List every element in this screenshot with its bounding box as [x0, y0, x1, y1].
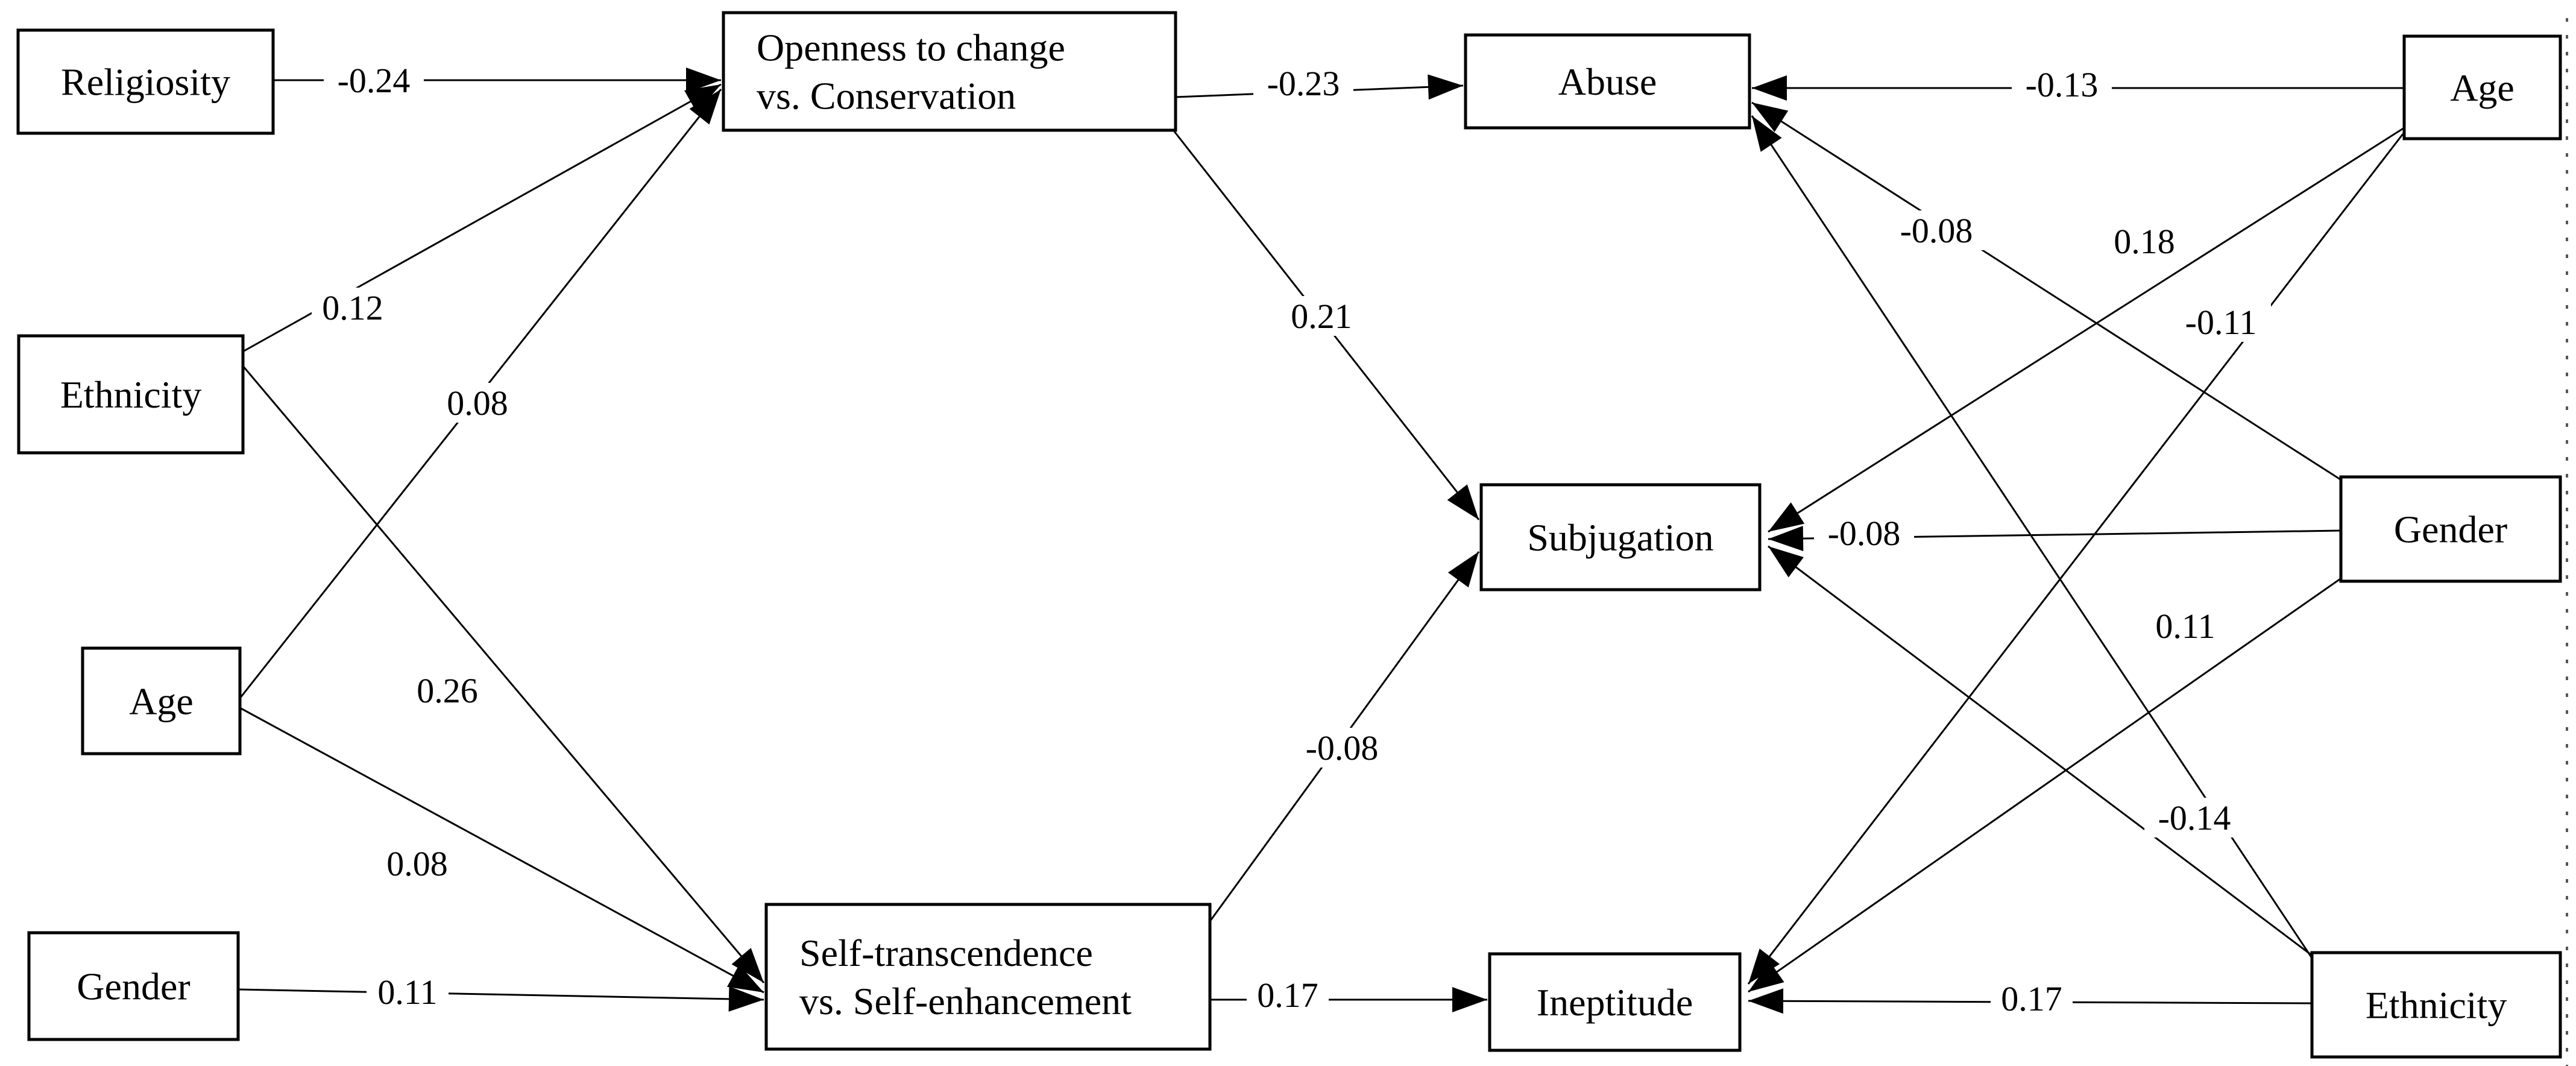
box-openness [722, 11, 1177, 132]
path-ethnicity-to-openness-coefficient: 0.12 [322, 288, 383, 327]
path-ethnicity-to-selftranscendence-coefficient: 0.26 [417, 671, 478, 710]
path-ethnicity-right-to-ineptitude-arrowhead [1748, 988, 1784, 1014]
path-ethnicity-right-to-subjugation-coefficient-bg [2144, 798, 2244, 837]
path-openness-to-subjugation-coefficient-bg [1280, 296, 1362, 336]
path-gender-right-to-abuse-coefficient-bg [1886, 210, 1986, 250]
box-abuse-label: Abuse [1558, 60, 1657, 103]
box-religiosity_left-label: Religiosity [61, 61, 230, 104]
path-age-right-to-subjugation-arrowhead [1768, 502, 1805, 532]
path-selftranscendence-to-ineptitude-coefficient-bg [1247, 975, 1329, 1015]
box-ineptitude [1488, 952, 1742, 1052]
box-ineptitude-label: Ineptitude [1537, 981, 1693, 1024]
path-gender-right-to-ineptitude-line [1748, 576, 2343, 993]
box-ethnicity_left-label: Ethnicity [60, 373, 202, 416]
path-age-right-to-abuse-coefficient-bg [2012, 65, 2112, 104]
box-gender_left [27, 931, 240, 1041]
path-ethnicity-to-selftranscendence-line [242, 365, 765, 983]
path-selftranscendence-to-ineptitude-coefficient: 0.17 [1257, 976, 1318, 1015]
path-age-right-to-subjugation-coefficient-bg [2103, 221, 2185, 261]
path-ethnicity-to-selftranscendence-coefficient-bg [406, 670, 488, 710]
path-gender-to-selftranscendence-line [238, 988, 764, 1001]
path-gender-to-selftranscendence-arrowhead [728, 986, 764, 1012]
box-age_left-label: Age [129, 680, 194, 723]
path-gender-right-to-ineptitude-arrowhead [1748, 961, 1784, 992]
path-gender-to-selftranscendence-coefficient-bg [367, 972, 449, 1012]
box-self_transcendence-label: vs. Self-enhancement [799, 980, 1132, 1023]
path-ethnicity-right-to-ineptitude-coefficient: 0.17 [2001, 979, 2062, 1018]
path-age-to-selftranscendence-coefficient-bg [376, 844, 458, 883]
path-ethnicity-right-to-subjugation-coefficient: -0.14 [2158, 798, 2231, 837]
box-ethnicity_left [17, 334, 245, 455]
box-gender_left-label: Gender [77, 965, 190, 1008]
path-age-right-to-abuse-arrowhead [1752, 75, 1787, 101]
path-age-right-to-subjugation-line [1768, 127, 2405, 533]
box-age_right [2402, 34, 2562, 140]
box-subjugation-label: Subjugation [1527, 516, 1713, 559]
path-age-to-selftranscendence-coefficient: 0.08 [386, 844, 448, 883]
path-gender-right-to-abuse-coefficient: -0.08 [1900, 211, 1973, 250]
path-religiosity-to-openness-arrowhead [686, 68, 721, 93]
path-ethnicity-to-selftranscendence-arrowhead [731, 948, 764, 983]
path-ethnicity-right-to-subjugation-arrowhead [1768, 546, 1804, 578]
path-ethnicity-to-openness-arrowhead [684, 84, 721, 113]
path-age-right-to-ineptitude-arrowhead [1748, 948, 1780, 984]
path-age-right-to-subjugation-coefficient: 0.18 [2114, 222, 2175, 261]
path-age-right-to-ineptitude-coefficient: -0.11 [2185, 303, 2257, 342]
box-abuse [1464, 33, 1751, 130]
box-gender_right-label: Gender [2394, 508, 2507, 551]
box-age_right-label: Age [2450, 66, 2515, 109]
path-gender-right-to-subjugation-coefficient-bg [1814, 513, 1914, 553]
path-gender-right-to-subjugation-coefficient: -0.08 [1828, 514, 1901, 553]
box-subjugation [1479, 483, 1762, 591]
path-gender-right-to-abuse-arrowhead [1752, 102, 1789, 132]
path-age-right-to-abuse-coefficient: -0.13 [2026, 65, 2099, 104]
box-self_transcendence-label: Self-transcendence [799, 932, 1093, 974]
path-selftranscendence-to-subjugation-coefficient: -0.08 [1306, 728, 1379, 768]
box-ethnicity_right [2310, 951, 2562, 1059]
path-gender-right-to-abuse-line [1751, 101, 2343, 482]
path-openness-to-subjugation-coefficient: 0.21 [1291, 297, 1352, 336]
box-gender_right [2339, 475, 2562, 583]
path-selftranscendence-to-ineptitude-arrowhead [1452, 987, 1487, 1012]
path-religiosity-to-openness-coefficient: -0.24 [338, 61, 411, 100]
path-ethnicity-right-to-abuse-arrowhead [1752, 116, 1782, 152]
path-religiosity-to-openness-coefficient-bg [324, 60, 424, 100]
path-gender-right-to-ineptitude-coefficient-bg [2144, 606, 2226, 646]
path-ethnicity-right-to-ineptitude-coefficient-bg [1991, 979, 2073, 1018]
box-openness-label: Openness to change [757, 27, 1065, 69]
path-gender-to-selftranscendence-coefficient: 0.11 [377, 973, 437, 1012]
path-age-right-to-ineptitude-coefficient-bg [2171, 302, 2271, 342]
path-openness-to-abuse-arrowhead [1428, 74, 1463, 100]
box-openness-label: vs. Conservation [757, 75, 1016, 118]
path-openness-to-abuse-coefficient-bg [1253, 63, 1353, 103]
path-ethnicity-to-openness-coefficient-bg [312, 288, 394, 327]
path-openness-to-abuse-coefficient: -0.23 [1267, 64, 1340, 103]
path-age-to-selftranscendence-arrowhead [727, 964, 764, 992]
box-religiosity_left [16, 28, 275, 135]
path-gender-right-to-subjugation-arrowhead [1768, 526, 1804, 552]
path-selftranscendence-to-subjugation-arrowhead [1447, 552, 1479, 588]
path-selftranscendence-to-subjugation-coefficient-bg [1292, 728, 1392, 768]
path-ethnicity-right-to-subjugation-line [1768, 545, 2314, 957]
box-ethnicity_right-label: Ethnicity [2366, 984, 2507, 1027]
path-age-right-to-ineptitude-line [1747, 133, 2404, 985]
path-age-to-openness-coefficient-bg [436, 383, 518, 423]
path-age-to-openness-arrowhead [689, 89, 721, 125]
path-age-to-selftranscendence-line [239, 707, 764, 994]
box-self_transcendence [764, 903, 1212, 1051]
path-openness-to-subjugation-arrowhead [1447, 484, 1479, 520]
path-gender-right-to-ineptitude-coefficient: 0.11 [2155, 607, 2215, 646]
box-age_left [81, 646, 242, 755]
path-age-to-openness-coefficient: 0.08 [447, 383, 508, 423]
